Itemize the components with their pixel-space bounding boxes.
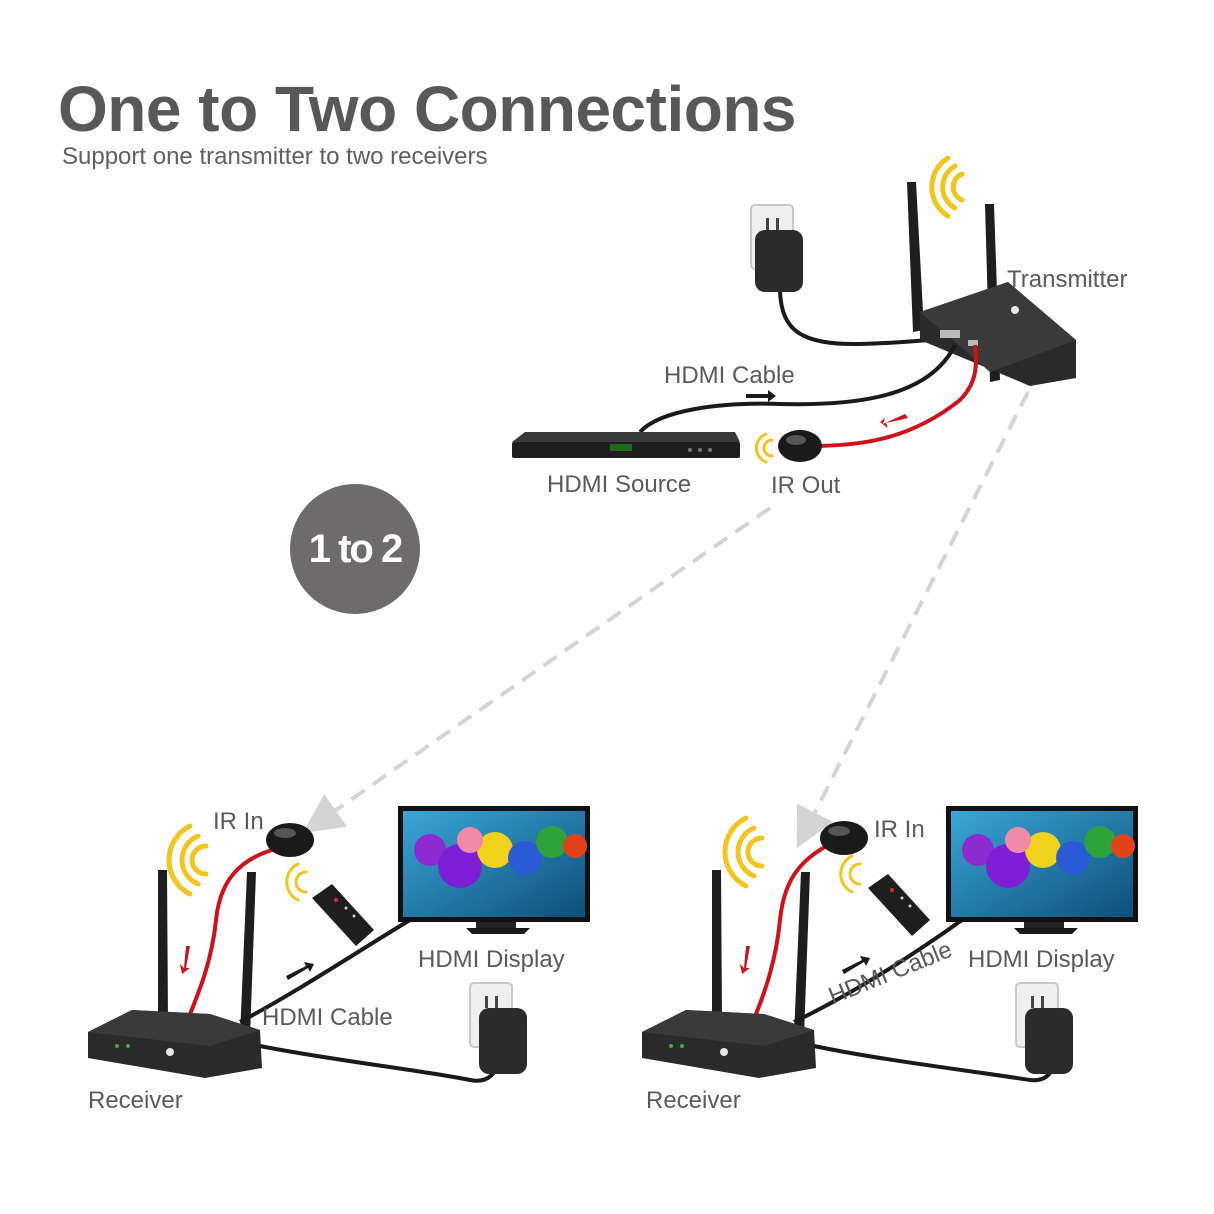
right-hdmi-cable bbox=[793, 918, 964, 1024]
ir-out-waves bbox=[754, 432, 774, 464]
hdmi-source-label: HDMI Source bbox=[547, 471, 692, 498]
right-ir-in-sensor bbox=[820, 821, 868, 855]
right-power-adapter bbox=[1025, 1008, 1073, 1074]
right-receiver-label: Receiver bbox=[646, 1087, 741, 1114]
page-title: One to Two Connections bbox=[58, 73, 797, 145]
transmitter-wifi-waves bbox=[929, 155, 965, 219]
hdmi-source-player bbox=[512, 432, 740, 458]
left-power-adapter bbox=[479, 1008, 527, 1074]
right-receiver-antenna-right bbox=[794, 872, 810, 1036]
one-to-two-badge: 1 to 2 bbox=[290, 484, 420, 614]
ir-out-label: IR Out bbox=[771, 472, 841, 499]
transmitter-antenna-left bbox=[907, 182, 924, 332]
left-power-cable bbox=[259, 1044, 500, 1083]
right-remote-waves bbox=[839, 854, 862, 894]
badge-text: 1 to 2 bbox=[308, 526, 403, 571]
right-receiver-antenna-left bbox=[712, 870, 722, 1024]
right-receiver-device bbox=[642, 1010, 816, 1078]
ir-out-emitter bbox=[778, 430, 822, 462]
ir-out-arrow bbox=[880, 414, 908, 428]
left-ir-in-arrow bbox=[180, 946, 190, 974]
left-ir-in-label: IR In bbox=[213, 808, 264, 835]
source-hdmi-arrow bbox=[746, 390, 776, 402]
left-receiver-device bbox=[88, 1010, 262, 1078]
left-hdmi-arrow bbox=[286, 962, 314, 980]
wireless-link-right bbox=[796, 391, 1030, 849]
right-hdmi-display-label: HDMI Display bbox=[968, 946, 1115, 973]
left-hdmi-cable-label: HDMI Cable bbox=[262, 1004, 393, 1031]
right-ir-in-cable bbox=[750, 842, 831, 1025]
left-ir-in-sensor bbox=[266, 823, 314, 857]
right-remote-control bbox=[868, 874, 930, 936]
source-hdmi-cable bbox=[638, 344, 957, 434]
transmitter-device bbox=[920, 282, 1076, 386]
left-ir-in-cable bbox=[184, 848, 273, 1025]
right-ir-in-label: IR In bbox=[874, 816, 925, 843]
left-hdmi-display-label: HDMI Display bbox=[418, 946, 565, 973]
left-remote-control bbox=[312, 884, 374, 946]
right-receiver-wifi-waves bbox=[722, 815, 765, 889]
page-subtitle: Support one transmitter to two receivers bbox=[62, 143, 488, 170]
right-hdmi-arrow bbox=[842, 956, 870, 974]
right-ir-in-arrow bbox=[740, 946, 750, 974]
right-power-cable bbox=[813, 1044, 1056, 1083]
left-receiver-antenna-right bbox=[240, 872, 256, 1036]
transmitter-label: Transmitter bbox=[1007, 266, 1128, 293]
left-hdmi-display-tv bbox=[398, 806, 590, 934]
left-receiver-label: Receiver bbox=[88, 1087, 183, 1114]
left-remote-waves bbox=[285, 862, 308, 902]
wireless-link-left bbox=[302, 506, 772, 834]
ir-out-cable bbox=[809, 344, 979, 448]
left-hdmi-cable bbox=[239, 918, 412, 1024]
left-receiver-wifi-waves bbox=[166, 823, 209, 897]
left-receiver-antenna-left bbox=[158, 870, 168, 1024]
transmitter-hdmi-cable-label: HDMI Cable bbox=[664, 362, 795, 389]
right-hdmi-display-tv bbox=[946, 806, 1138, 934]
